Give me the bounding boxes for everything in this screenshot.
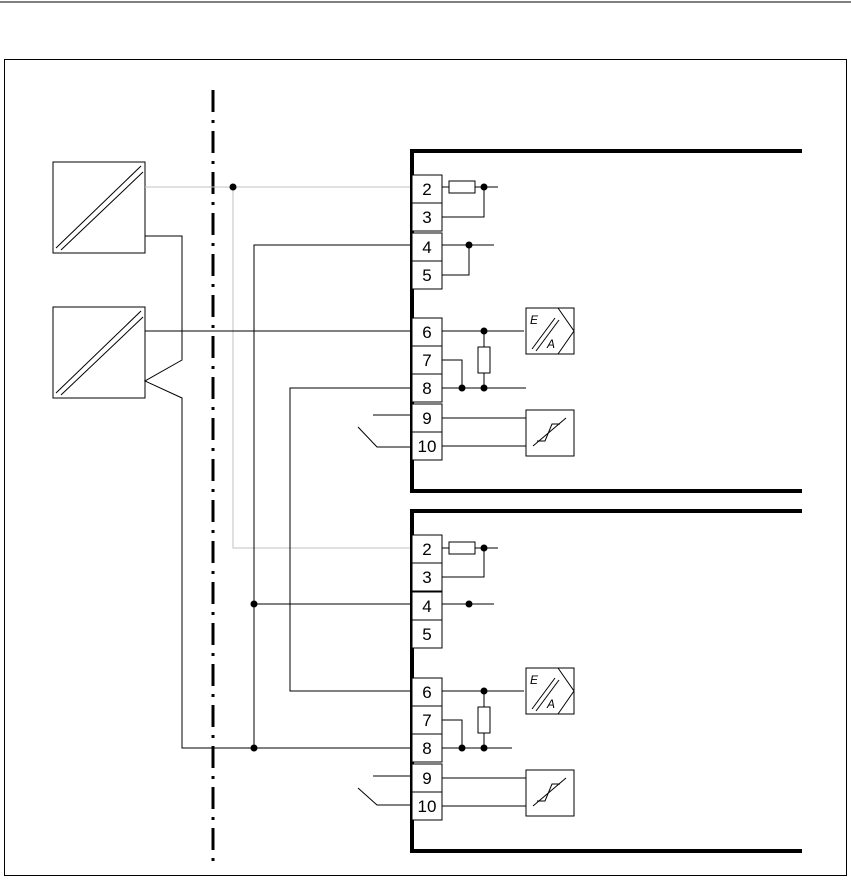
terminal-label: 2 [422,540,431,559]
svg-text:E: E [530,673,539,687]
resistor-icon [478,347,490,373]
terminal-label: 9 [422,409,431,428]
converter-icon [53,162,145,253]
terminal-label: 7 [422,351,431,370]
resistor-icon [449,542,475,554]
svg-text:A: A [546,697,555,711]
limit-switch-icon [526,410,574,456]
terminal-label: 5 [422,266,431,285]
terminal-label: 7 [422,711,431,730]
terminal-label: 9 [422,769,431,788]
junction-dots [230,184,258,752]
terminal-label: 8 [422,739,431,758]
terminal-label: 8 [422,379,431,398]
svg-text:E: E [530,313,539,327]
converter-icon [53,307,145,398]
terminal-label: 10 [418,797,437,816]
terminal-label: 3 [422,208,431,227]
terminal-label: 6 [422,683,431,702]
ea-converter-icon: E A [526,308,574,354]
resistor-icon [478,707,490,733]
terminal-label: 6 [422,323,431,342]
lower-module: 2 3 4 5 6 7 8 9 10 [412,511,802,851]
terminal-label: 10 [418,437,437,456]
terminal-label: 2 [422,180,431,199]
limit-switch-icon [526,770,574,816]
internal-wiring [442,542,526,806]
terminal-label: 5 [422,625,431,644]
terminal-label: 4 [422,597,431,616]
field-wiring [145,187,412,805]
internal-wiring [442,181,526,446]
upper-module: 2 3 4 5 6 7 8 9 10 [412,151,802,491]
svg-text:A: A [546,337,555,351]
ea-converter-icon: E A [526,668,574,714]
terminal-label: 3 [422,568,431,587]
terminal-label: 4 [422,238,431,257]
resistor-icon [449,181,475,193]
